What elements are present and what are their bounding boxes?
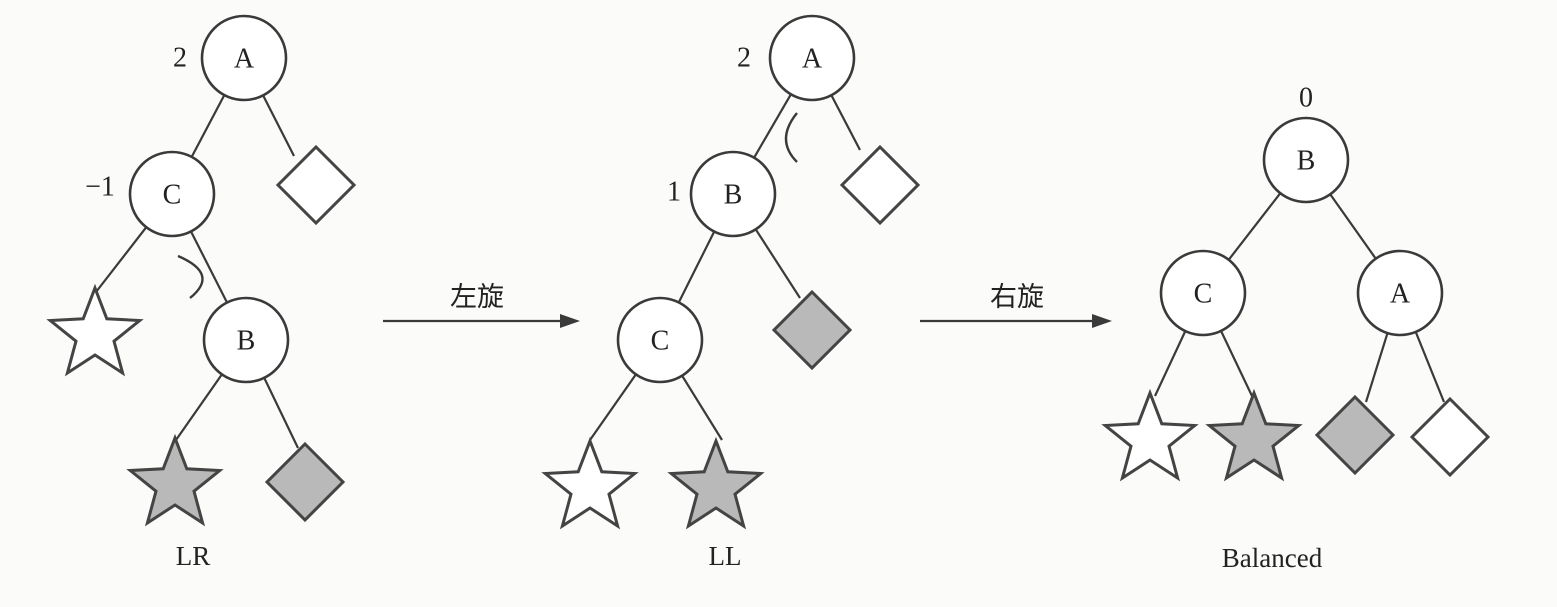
node-label-balanced-C: C (1194, 279, 1213, 310)
node-lr-C (128, 150, 216, 238)
balance-factor-balanced-B: 0 (1299, 83, 1313, 114)
balance-factor-ll-B: 1 (667, 177, 681, 208)
transition-arrow-1: 左旋 (383, 282, 580, 328)
edges-layer (95, 93, 1446, 449)
edge-lr-B-sq2 (263, 377, 299, 449)
subtree-diamond-gray-ll (771, 289, 853, 371)
caption-lr: LR (176, 541, 211, 571)
node-ll-B (689, 150, 777, 238)
node-label-balanced-A: A (1390, 279, 1411, 310)
node-balanced-A (1356, 249, 1444, 337)
node-ll-C (616, 296, 704, 384)
caption-balanced: Balanced (1222, 543, 1323, 573)
subtree-star-white-lr (46, 283, 144, 377)
subtree-star-gray-ll (667, 436, 765, 530)
node-label-ll-B: B (724, 180, 743, 211)
node-label-lr-C: C (163, 180, 182, 211)
edge-ll-A-sq1 (830, 94, 861, 151)
edge-ll-B-sq2 (754, 228, 801, 299)
transition-arrow-2: 右旋 (920, 282, 1112, 328)
node-balanced-C (1159, 249, 1247, 337)
balance-factor-lr-C: −1 (85, 172, 115, 203)
subtree-star-gray-balanced (1205, 388, 1303, 482)
node-lr-A (200, 14, 288, 102)
node-balanced-B (1262, 116, 1350, 204)
edge-lr-A-C (190, 94, 226, 158)
subtree-star-gray-lr (126, 433, 224, 527)
edge-lr-B-st2 (175, 373, 223, 441)
nodes-layer: A C B A B C B C A (128, 14, 1444, 384)
node-label-balanced-B: B (1297, 146, 1316, 177)
balance-factor-lr-A: 2 (173, 43, 187, 74)
subtree-star-white-ll (541, 436, 639, 530)
balance-factor-ll-A: 2 (737, 43, 751, 74)
edge-balanced-C-st1 (1154, 330, 1187, 397)
node-label-ll-A: A (802, 44, 823, 75)
edge-balanced-A-sq1 (1364, 332, 1389, 403)
edge-balanced-B-A (1329, 193, 1377, 260)
edge-lr-C-B (190, 231, 228, 303)
subtree-diamond-white-ll (839, 144, 921, 226)
edge-lr-A-sq1 (262, 94, 295, 157)
subtrees-layer (46, 144, 1491, 530)
node-ll-A (768, 14, 856, 102)
edge-ll-C-st1 (589, 373, 637, 441)
node-label-lr-B: B (237, 326, 256, 357)
edge-ll-B-C (677, 231, 716, 303)
edge-balanced-A-sq2 (1414, 331, 1446, 403)
edge-ll-A-B (753, 93, 792, 159)
transition-label-1: 左旋 (450, 282, 504, 312)
edge-ll-C-st2 (681, 375, 723, 441)
node-label-ll-C: C (651, 326, 670, 357)
rotation-arc-right (784, 112, 798, 163)
subtree-star-white-balanced (1101, 388, 1199, 482)
rotation-arc-left (177, 254, 204, 299)
subtree-diamond-white-balanced (1409, 396, 1491, 478)
edge-balanced-B-C (1227, 192, 1282, 261)
edge-lr-C-st1 (95, 226, 148, 293)
node-lr-B (202, 296, 290, 384)
subtree-diamond-gray-lr (264, 441, 346, 523)
arrows-layer: 左旋 右旋 (177, 112, 1112, 328)
subtree-diamond-gray-balanced (1314, 394, 1396, 476)
caption-ll: LL (709, 541, 742, 571)
edge-balanced-C-st2 (1220, 330, 1253, 397)
node-label-lr-A: A (234, 44, 255, 75)
transition-label-2: 右旋 (990, 282, 1044, 312)
subtree-diamond-white-lr (275, 144, 357, 226)
